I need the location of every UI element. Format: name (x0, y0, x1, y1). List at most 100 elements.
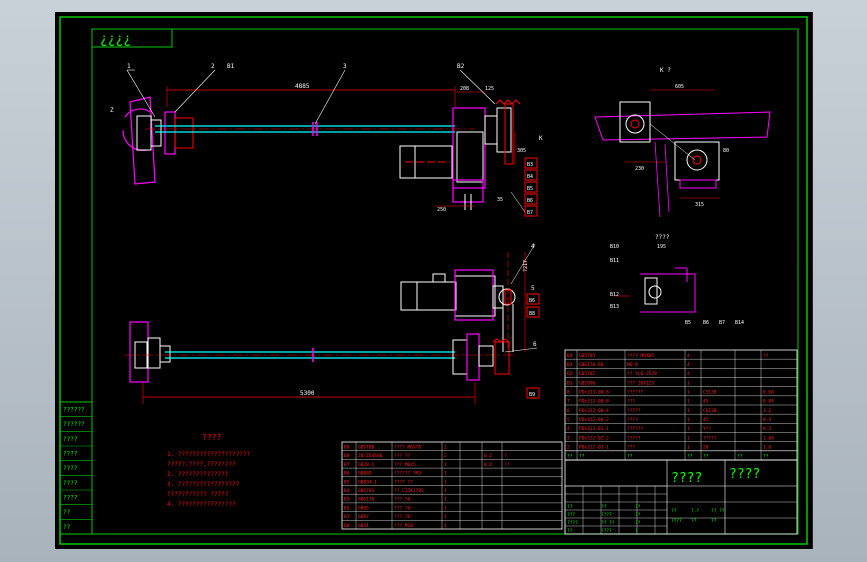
bom-upper-cell: Y?? (703, 426, 711, 432)
bom-lower-cell: GB894.1 (358, 479, 377, 485)
bom-upper-cell: ?? (763, 353, 769, 359)
bom-lower-cell: ??? ?6 (394, 497, 411, 503)
bom-upper-cell: 6 (567, 408, 570, 414)
callout-k: K (539, 135, 543, 142)
bom-lower-cell: GB95 (358, 505, 369, 511)
bom-upper-cell: GB1096 (579, 380, 596, 386)
drawing-canvas[interactable]: ¿¿¿¿ 4885 208 1 2 (55, 12, 813, 549)
dim-k-230: 230 (635, 166, 644, 172)
dim-k-315: 315 (695, 202, 704, 208)
title-cell: ?? (567, 528, 573, 534)
bom-upper-header: ?? (687, 454, 693, 460)
bom-upper-cell: ?? YL6-2578 (627, 371, 657, 377)
top-view: 4885 208 125 305 250 35 1 2 B1 3 B2 Z K … (110, 63, 543, 217)
dim-top-length: 4885 (295, 83, 310, 90)
bom-lower-cell: 1 (444, 505, 447, 511)
bom-upper-cell: GB6170-86 (579, 362, 604, 368)
title-cell-right: ?? (671, 508, 677, 514)
callout-b4: B4 (527, 174, 533, 180)
bom-lower-cell: 0.2 (484, 462, 492, 468)
callout-b6: B6 (527, 198, 533, 204)
section-view: ???? 195 B10 B11 B12 B13 B5 B6 B7 B14 (610, 234, 744, 326)
note-line-5: ??????????? ????? (167, 491, 229, 498)
bom-upper-cell: CS13B (703, 390, 717, 396)
bom-lower-cell: GB97 (358, 514, 369, 520)
left-rev-cell: ?? (63, 524, 71, 531)
bom-lower-cell: ?? (504, 462, 510, 468)
bom-lower-cell: ? (504, 453, 507, 459)
bom-lower-cell: 1 (444, 497, 447, 503)
bom-lower-cell: GB78-1 (358, 462, 375, 468)
bom-lower-cell: B4 (344, 488, 350, 494)
note-line-6: 4. ???????????????? (167, 501, 236, 508)
bom-upper-cell: PDx313-08-8 (579, 390, 609, 396)
title-cell: ?? (601, 504, 607, 510)
bom-lower-cell: GB5783 (358, 488, 375, 494)
bom-lower-cell: GB6170 (358, 497, 375, 503)
bom-upper-cell: 45 (703, 399, 709, 405)
callout-6: 6 (533, 341, 537, 348)
middle-view: ?217 4 5 B6 B8 (400, 243, 540, 352)
title-cell-right: ?? (711, 518, 717, 524)
outer-border (59, 16, 808, 545)
callout-1: 1 (127, 63, 131, 70)
note-line-1: 1. ???????????????????? (167, 451, 250, 458)
bom-upper-cell: 4 (687, 371, 690, 377)
bom-upper-cell: ??? (627, 399, 635, 405)
title-cell: ?? (567, 504, 573, 510)
bom-lower-cell: JB/ZQ4606 (358, 453, 383, 459)
dim-vert-b: ?217 (523, 260, 529, 272)
callout-b9: B9 (529, 392, 535, 398)
bom-upper-cell: 4 (687, 362, 690, 368)
callout-b6b: B6 (529, 298, 535, 304)
bom-upper-cell: PDx322-08-2 (579, 417, 609, 423)
bom-upper-cell: B3 (567, 362, 573, 368)
bom-lower-cell: 2 (444, 445, 447, 451)
bom-lower-cell: B7 (344, 462, 350, 468)
callout-b7: B7 (527, 210, 533, 216)
bom-lower-cell: B1 (344, 514, 350, 520)
bom-upper-cell: ??? 20X125 (627, 380, 654, 386)
dim-d5: 35 (497, 197, 503, 203)
dim-d2: 125 (485, 86, 494, 92)
bom-lower-cell: 1 (444, 462, 447, 468)
bom-lower-cell: 1 (444, 523, 447, 529)
left-rev-cell: ???? (63, 465, 78, 472)
bom-upper-cell: GB5782 (579, 371, 596, 377)
title-cell: ?? (635, 520, 641, 526)
section-scale: 195 (657, 244, 666, 250)
bom-lower-cell: GB5780 (358, 445, 375, 451)
bom-upper-cell: 2 (567, 445, 570, 451)
bom-upper-cell: 1.8 (763, 445, 771, 451)
bom-upper-header: ?? (567, 454, 573, 460)
bom-upper-cell: 1 (687, 426, 690, 432)
bom-upper-cell: ????? (703, 435, 717, 441)
top-tag-text: ¿¿¿¿ (100, 32, 131, 47)
bom-lower-cell: ???? M6X70 (394, 445, 421, 451)
bom-upper-cell: 0.84 (763, 399, 774, 405)
bom-upper-cell: ????? (627, 435, 641, 441)
bom-lower-cell: 2 (444, 453, 447, 459)
bom-upper-cell: B1 (567, 380, 573, 386)
bom-upper-cell: ?????? (627, 390, 644, 396)
dim-bottom-length: 5300 (300, 390, 315, 397)
bom-upper-cell: CS13B (703, 408, 717, 414)
bom-lower-cell: GB41 (358, 523, 369, 529)
bom-upper-cell: 1 (687, 390, 690, 396)
bom-lower-cell: ??? ?6 (394, 505, 411, 511)
bottom-view: 5300 6 B9 (125, 321, 540, 404)
title-cell: ???? (567, 520, 578, 526)
callout-b7b: B7 (719, 320, 725, 326)
bom-upper-cell: ???? M6X85 (627, 353, 654, 359)
title-cell: ?? (635, 504, 641, 510)
bom-upper-cell: 0.68 (763, 390, 774, 396)
dim-d1: 208 (460, 86, 469, 92)
callout-2: 2 (211, 63, 215, 70)
bom-upper-cell: PDx322-08-4 (579, 408, 609, 414)
bom-upper-cell: ????? (627, 408, 641, 414)
callout-b3: B3 (527, 162, 533, 168)
bom-upper-cell: 1.2 (763, 408, 771, 414)
bom-upper-cell: ???? (627, 417, 638, 423)
